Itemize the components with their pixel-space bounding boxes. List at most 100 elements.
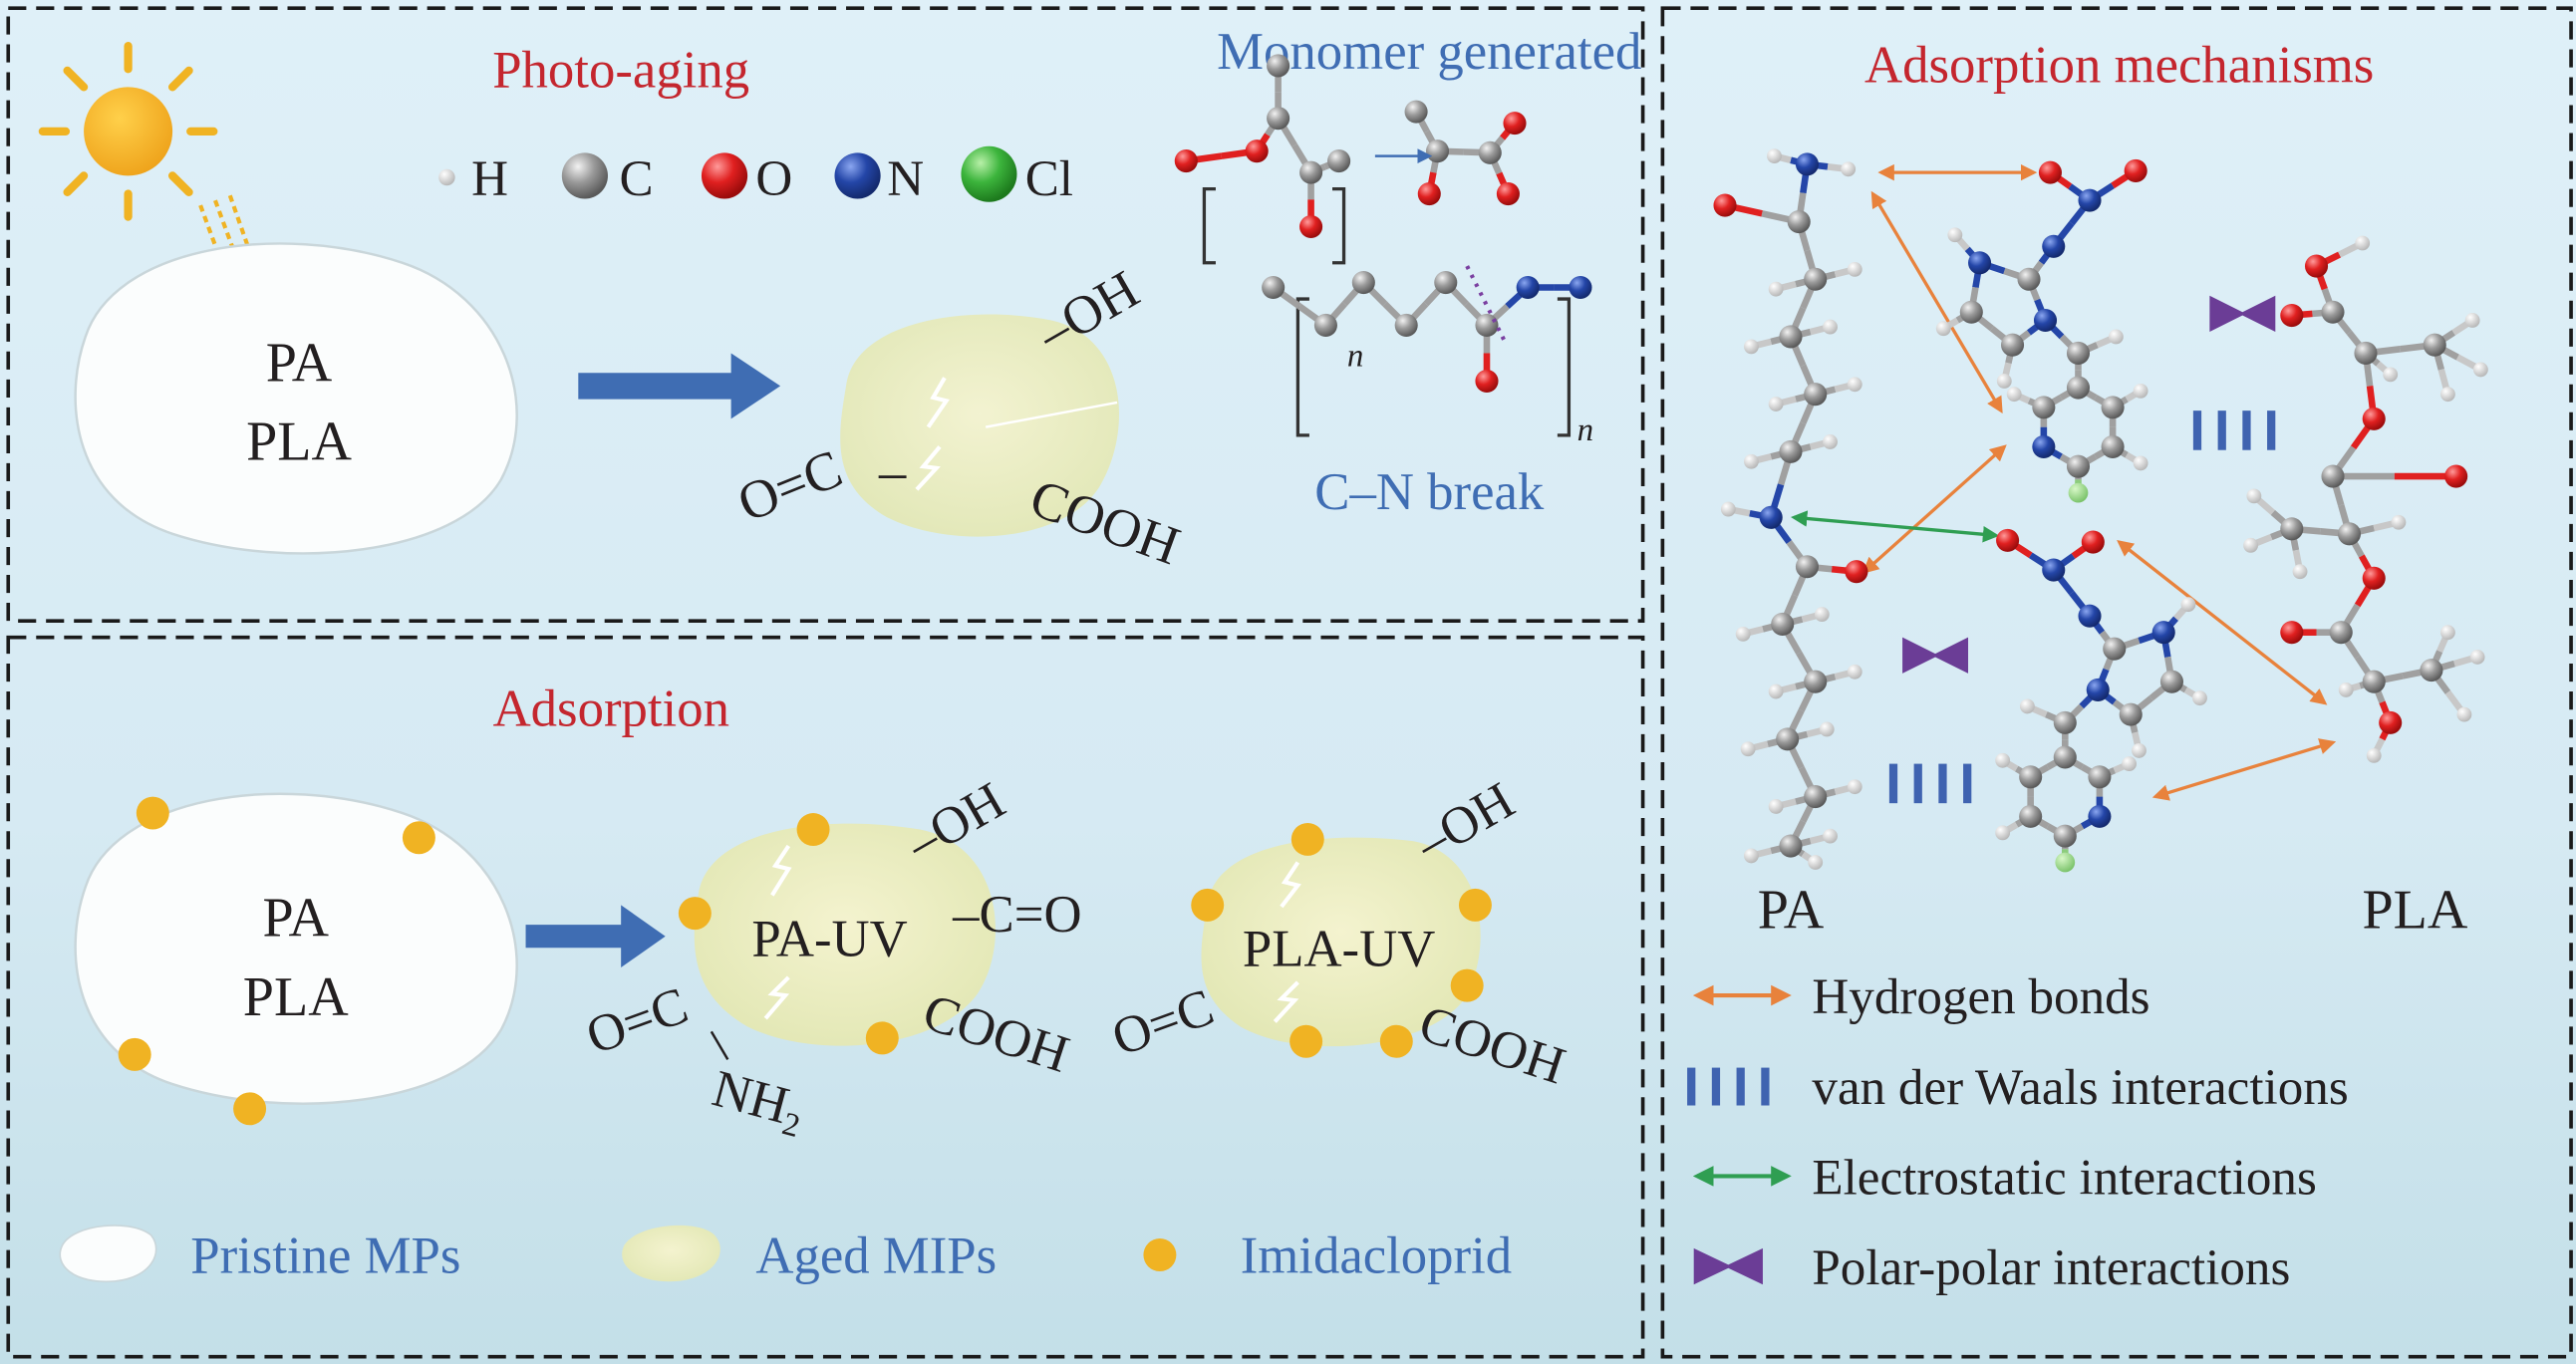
carbon-atom: [1299, 160, 1323, 184]
legend-van-der-waals: van der Waals interactions: [1812, 1059, 2348, 1116]
hydrogen-atom: [2439, 387, 2455, 403]
hydrogen-atom: [1847, 261, 1862, 277]
oxygen-atom: [2081, 530, 2105, 554]
legend-polar-polar: Polar-polar interactions: [1812, 1239, 2290, 1296]
hydrogen-atom: [2391, 514, 2407, 530]
oxygen-atom: [1174, 149, 1198, 173]
imidacloprid-dot: [678, 897, 712, 931]
atom-legend: H C O N Cl: [438, 145, 1073, 207]
hydrogen-atom: [2132, 742, 2147, 758]
oxygen-atom: [1503, 112, 1527, 136]
hydrogen-bond-arrow: [1861, 444, 2007, 574]
carbon-atom: [2066, 454, 2091, 478]
nitrogen-atom: [2033, 308, 2058, 333]
hydrogen-atom: [2108, 329, 2124, 345]
aged-particle-pla-uv: [1201, 837, 1481, 1047]
carbon-atom-icon: [561, 152, 608, 199]
hydrogen-atom: [2366, 747, 2382, 763]
crack-icon: [915, 377, 1118, 491]
hydrogen-atom: [1743, 848, 1759, 864]
hydrogen-atom: [1740, 741, 1756, 757]
imidacloprid-dot: [1289, 1024, 1323, 1058]
legend-aged-mips: Aged MIPs: [755, 1228, 997, 1285]
imidacloprid-dot: [402, 821, 435, 855]
carbon-atom: [1351, 271, 1375, 295]
particle-label-pa: PA: [266, 332, 333, 394]
imidacloprid-model-lower: [1995, 528, 2207, 873]
hydrogen-bond-arrow: [2117, 540, 2328, 705]
pa-chain-model: [1713, 148, 1868, 870]
oxygen-atom: [2444, 464, 2468, 488]
legend-imidacloprid: Imidacloprid: [1241, 1228, 1512, 1285]
imidacloprid-dot: [1191, 888, 1225, 922]
hydrogen-atom: [2472, 362, 2488, 378]
hydrogen-atom: [1823, 434, 1838, 449]
hydrogen-atom: [2292, 564, 2308, 580]
hydrogen-atom: [1995, 825, 2011, 841]
nitrogen-atom: [1569, 275, 1592, 300]
carbon-atom: [1404, 100, 1428, 124]
amide-bond: [710, 1030, 729, 1060]
legend-hydrogen-bonds: Hydrogen bonds: [1812, 968, 2149, 1025]
panel-adsorption-mechanisms: [1660, 6, 2573, 1359]
nitrogen-atom: [2088, 804, 2112, 828]
fluorine-atom: [2068, 482, 2089, 503]
carbon-atom: [1779, 834, 1803, 858]
hydrogen-atom: [1996, 374, 2012, 389]
carbon-atom: [2321, 300, 2345, 324]
nitrogen-atom: [2086, 678, 2110, 701]
panel-adsorption: [6, 635, 1645, 1359]
hydrogen-atom: [2192, 690, 2207, 706]
aged-particle-pa-uv: [694, 823, 996, 1046]
carbon-atom: [1779, 439, 1803, 463]
hydrogen-atom: [2019, 698, 2035, 714]
hydrogen-atom: [1947, 227, 1963, 243]
carbon-atom: [1779, 325, 1803, 349]
carbon-atom: [1327, 149, 1351, 173]
carbon-atom: [2280, 517, 2304, 541]
hydrogen-atom: [1847, 664, 1862, 680]
vdw-bar: [1913, 763, 1922, 804]
hydrogen-atom: [1995, 752, 2011, 768]
nitrogen-atom: [2078, 188, 2102, 212]
vdw-marker: [1888, 763, 1972, 804]
imidacloprid-dot: [233, 1092, 267, 1126]
carbon-atom: [1475, 313, 1499, 337]
pristine-particle: [74, 242, 518, 555]
carbon-atom: [2053, 710, 2077, 734]
oxygen-atom: [1475, 369, 1499, 394]
particle-label-pla-2: PLA: [243, 966, 349, 1028]
hydrogen-atom: [2469, 650, 2485, 665]
hydrogen-bond-arrow: [1870, 190, 2003, 413]
nitrogen-atom: [1968, 251, 1992, 275]
hydrogen-atom: [1814, 607, 1830, 622]
hydrogen-atom: [2246, 488, 2262, 504]
hydrogen-atom: [2122, 756, 2138, 772]
polar-polar-marker: [2209, 295, 2276, 333]
carbon-atom: [1262, 275, 1286, 300]
legend-pristine-mps: Pristine MPs: [190, 1228, 460, 1285]
molecule-models: [1713, 148, 2488, 873]
carbon-atom: [1787, 210, 1811, 234]
imidacloprid-dot: [796, 813, 830, 847]
bracket: [1295, 297, 1309, 437]
hydrogen-atom: [1841, 161, 1857, 177]
aged-mip-legend-icon: [622, 1225, 720, 1282]
hydrogen-atom: [2456, 706, 2472, 722]
hydrogen-atom: [1768, 281, 1784, 297]
nitrogen-atom: [2032, 434, 2056, 458]
adsorption-arrow-icon: [525, 905, 666, 968]
carbon-atom: [2053, 745, 2077, 769]
hydrogen-atom: [1768, 799, 1784, 814]
hydrogen-atom: [1935, 321, 1951, 337]
carbon-atom: [2101, 396, 2125, 419]
hydrogen-atom: [1767, 148, 1782, 164]
imidacloprid-dot: [118, 1037, 151, 1071]
hydrogen-atom-icon: [438, 168, 455, 186]
vdw-bar: [2242, 410, 2251, 450]
hydrogen-atom: [2355, 235, 2371, 251]
carbon-atom: [2337, 522, 2362, 546]
oxygen-atom-icon: [701, 152, 748, 199]
carbon-atom: [2000, 333, 2025, 357]
hydrogen-atom: [1847, 377, 1862, 393]
